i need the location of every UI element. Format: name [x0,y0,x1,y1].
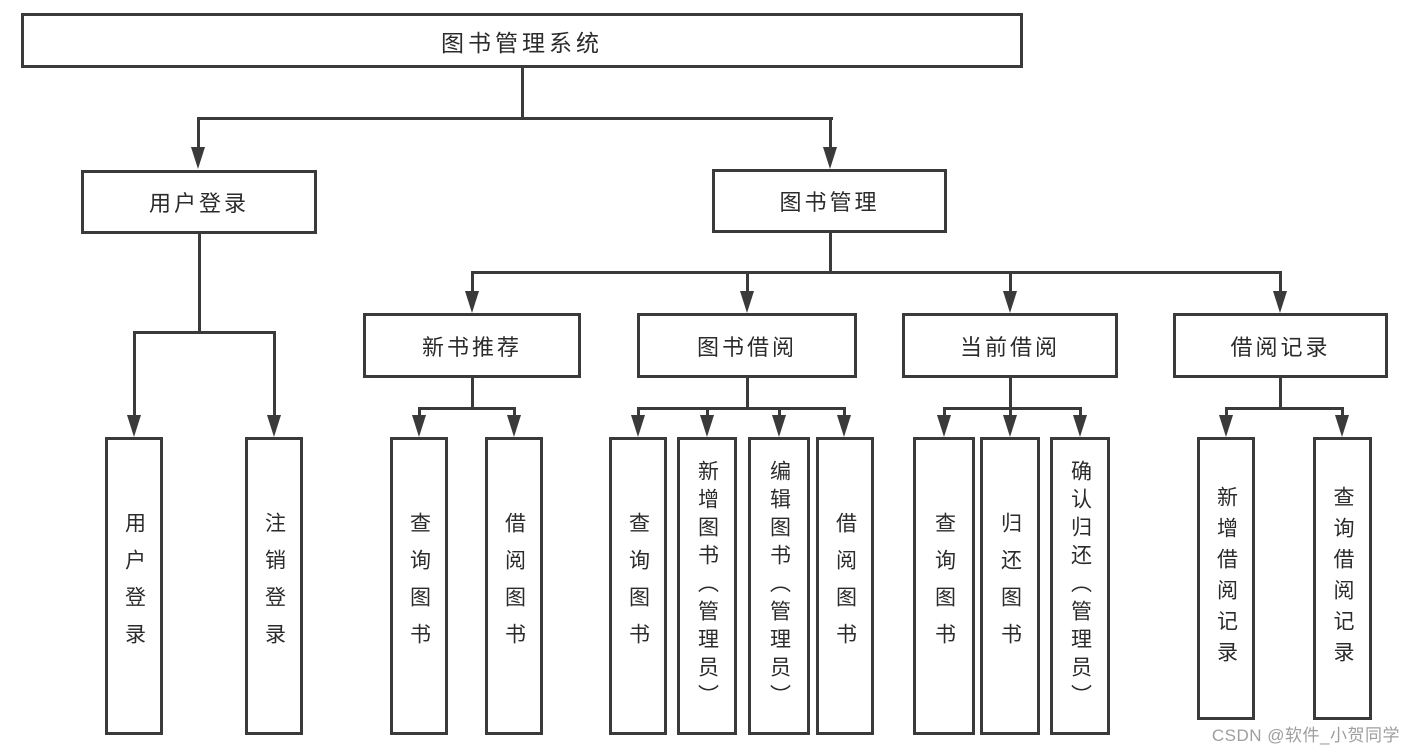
arrow-down-icon [412,415,426,437]
leaf-edit-books-admin: 编辑图书（管理员） [748,437,810,735]
connector-line [1279,378,1282,409]
connector-line [1341,407,1344,418]
connector-line [746,271,749,293]
leaf-query-books-borrowing: 查询图书 [609,437,667,735]
arrow-down-icon [1003,291,1017,313]
arrow-down-icon [267,415,281,437]
arrow-down-icon [700,415,714,437]
connector-line [1225,407,1228,418]
node-new-book-recommend-label: 新书推荐 [421,334,522,360]
leaf-add-books-admin-label: 新增图书（管理员） [695,460,719,712]
arrow-down-icon [740,291,754,313]
connector-line [471,271,1282,274]
connector-line [197,117,833,120]
arrow-down-icon [772,415,786,437]
connector-line [471,271,474,293]
node-root-label: 图书管理系统 [441,29,603,56]
arrow-down-icon [127,415,141,437]
leaf-query-borrow-record: 查询借阅记录 [1313,437,1372,720]
leaf-query-books-recommend: 查询图书 [390,437,448,735]
leaf-add-books-admin: 新增图书（管理员） [677,437,737,735]
connector-line [943,407,1082,410]
node-root: 图书管理系统 [21,13,1023,68]
connector-line [1009,378,1012,409]
arrow-down-icon [937,415,951,437]
node-new-book-recommend: 新书推荐 [363,313,581,378]
arrow-down-icon [465,291,479,313]
node-user-login-label: 用户登录 [148,191,249,216]
leaf-borrow-books-borrowing: 借阅图书 [816,437,874,735]
connector-line [198,234,201,333]
leaf-logout: 注销登录 [245,437,303,735]
connector-line [778,407,781,418]
leaf-return-books: 归还图书 [980,437,1040,735]
leaf-query-books-borrowing-label: 查询图书 [626,512,650,660]
leaf-confirm-return-admin: 确认归还（管理员） [1050,437,1110,735]
connector-line [418,407,516,410]
node-current-borrowing-label: 当前借阅 [959,334,1060,360]
leaf-borrow-books-recommend-label: 借阅图书 [502,512,526,660]
leaf-edit-books-admin-label: 编辑图书（管理员） [767,460,791,712]
arrow-down-icon [1335,415,1349,437]
connector-line [471,378,474,409]
leaf-borrow-books-borrowing-label: 借阅图书 [833,512,857,660]
connector-line [943,407,946,418]
node-current-borrowing: 当前借阅 [902,313,1118,378]
arrow-down-icon [1073,415,1087,437]
connector-line [637,407,640,418]
connector-line [273,331,276,417]
connector-line [1009,271,1012,293]
connector-line [521,68,524,118]
arrow-down-icon [837,415,851,437]
node-book-management-label: 图书管理 [779,190,880,215]
connector-line [1279,271,1282,293]
connector-line [843,407,846,418]
connector-line [133,331,136,417]
watermark: CSDN @软件_小贺同学 [1211,726,1400,745]
connector-line [1225,407,1344,410]
connector-line [418,407,421,418]
arrow-down-icon [823,147,837,169]
node-borrowing-records-label: 借阅记录 [1230,334,1331,360]
leaf-add-borrow-record-label: 新增借阅记录 [1214,485,1238,672]
leaf-add-borrow-record: 新增借阅记录 [1197,437,1255,720]
connector-line [197,117,200,150]
leaf-query-books-current-label: 查询图书 [932,512,956,660]
connector-line [133,331,276,334]
arrow-down-icon [1273,291,1287,313]
node-book-management: 图书管理 [712,169,947,233]
connector-line [829,233,832,273]
leaf-confirm-return-admin-label: 确认归还（管理员） [1068,460,1092,712]
leaf-borrow-books-recommend: 借阅图书 [485,437,543,735]
node-borrowing-records: 借阅记录 [1173,313,1388,378]
connector-line [1009,407,1012,418]
connector-line [513,407,516,418]
leaf-user-login: 用户登录 [105,437,163,735]
node-book-borrowing-label: 图书借阅 [696,334,797,360]
arrow-down-icon [631,415,645,437]
connector-line [706,407,709,418]
leaf-query-books-recommend-label: 查询图书 [407,512,431,660]
connector-line [1079,407,1082,418]
connector-line [746,378,749,409]
node-user-login: 用户登录 [81,170,317,234]
connector-line [829,117,832,150]
leaf-query-books-current: 查询图书 [913,437,975,735]
leaf-return-books-label: 归还图书 [998,512,1022,660]
arrow-down-icon [1219,415,1233,437]
leaf-logout-label: 注销登录 [262,512,286,660]
arrow-down-icon [1003,415,1017,437]
leaf-user-login-label: 用户登录 [122,512,146,660]
leaf-query-borrow-record-label: 查询借阅记录 [1331,485,1354,672]
arrow-down-icon [191,147,205,169]
arrow-down-icon [507,415,521,437]
node-book-borrowing: 图书借阅 [637,313,857,378]
connector-line [637,407,846,410]
